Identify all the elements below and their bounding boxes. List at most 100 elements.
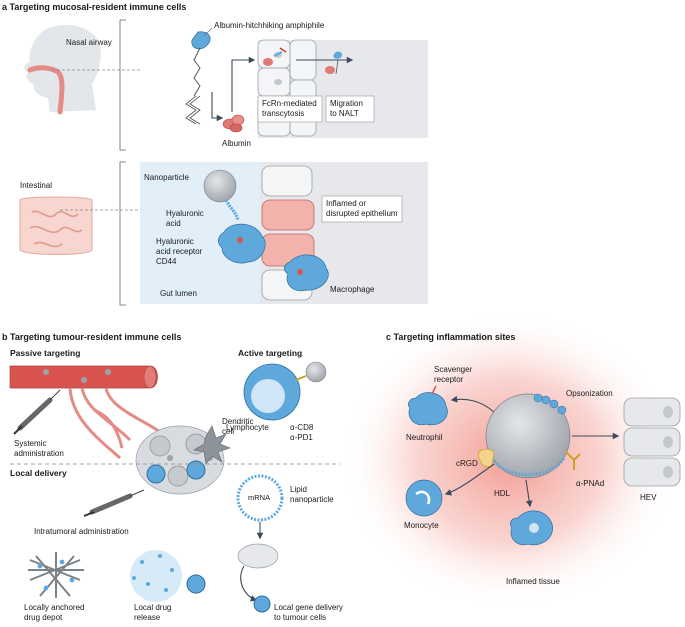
panel-a: a Targeting mucosal-resident immune cell… [2, 2, 428, 306]
arrow-loop [240, 565, 258, 602]
panel-b-title: Targeting tumour-resident immune cells [10, 332, 181, 342]
monocyte [405, 479, 443, 517]
dendritic-cell [193, 425, 231, 465]
targeted-nanoparticle [305, 361, 327, 383]
opsonization-label: Opsonization [566, 389, 613, 398]
panel-a-letter: a [2, 2, 8, 12]
gut-lumen-label: Gut lumen [160, 289, 197, 298]
intestinal-label: Intestinal [20, 181, 52, 190]
svg-text:c Targeting inflammation sites: c Targeting inflammation sites [386, 332, 515, 342]
syringe-intratumoral [83, 489, 145, 517]
migration-box [325, 95, 375, 123]
gene-label-line1: Local gene delivery [274, 603, 343, 612]
apnad-label: α-PNAd [576, 479, 604, 488]
har-label-line2: acid receptor [156, 247, 203, 256]
lipid-label-line1: Lipid [290, 485, 307, 494]
albumin-protein [222, 114, 245, 133]
head-silhouette [24, 24, 101, 112]
hdl-label: HDL [494, 489, 511, 498]
panel-a-title: Targeting mucosal-resident immune cells [10, 2, 187, 12]
fcrn-label-line2: transcytosis [262, 109, 304, 118]
apnad-antibody [565, 451, 581, 470]
anchored-label-line2: drug depot [24, 613, 63, 622]
fcrn-label-line1: FcRn-mediated [262, 99, 317, 108]
inflamed-label-line1: Inflamed or [326, 199, 366, 208]
hev-label: HEV [640, 493, 657, 502]
mrna-label: mRNA [248, 493, 270, 502]
released-drug-dots [132, 554, 174, 592]
crgd-label: cRGD [456, 459, 478, 468]
nasal-airway-label: Nasal airway [66, 38, 112, 47]
syringe-systemic [13, 389, 61, 435]
gene-label-line2: to tumour cells [274, 613, 326, 622]
dendritic-label-line2: cell [222, 427, 234, 436]
active-targeting-label: Active targeting [238, 348, 302, 358]
fcrn-box [257, 95, 323, 123]
release-label-line1: Local drug [134, 603, 171, 612]
ha-label-line2: acid [166, 219, 181, 228]
systemic-label-line1: Systemic [14, 439, 46, 448]
inflamed-box [321, 195, 403, 223]
systemic-label-line2: administration [14, 449, 64, 458]
passive-targeting-label: Passive targeting [10, 348, 80, 358]
lipid-tails [185, 95, 201, 125]
inflamed-label-line2: disrupted epithelium [326, 209, 398, 218]
amphiphile-molecule [191, 31, 211, 50]
release-label-line2: release [134, 613, 161, 622]
drug-depot [28, 552, 84, 598]
acd8-label: α-CD8 [290, 423, 314, 432]
anchored-label-line1: Locally anchored [24, 603, 84, 612]
monocyte-label: Monocyte [404, 521, 439, 530]
lipid-label-line2: nanoparticle [290, 495, 334, 504]
macrophage-label: Macrophage [330, 285, 375, 294]
lipid-nanoparticle [236, 474, 284, 522]
drug-release-sphere [130, 550, 182, 602]
panel-c-letter: c [386, 332, 391, 342]
lymphocyte-label: Lymphocyte [226, 423, 269, 432]
albumin-complex-migrating [325, 51, 343, 75]
nanoparticle [203, 169, 237, 203]
panel-c-title: Targeting inflammation sites [394, 332, 516, 342]
blood-vessel [9, 365, 158, 389]
albumin-complex-in-cell [263, 47, 287, 66]
dendritic-label-line1: Dendritic [222, 417, 254, 426]
cd44-cell [218, 223, 266, 264]
apd1-label: α-PD1 [290, 433, 313, 442]
intestine-illustration [19, 196, 93, 255]
har-label-line3: CD44 [156, 257, 177, 266]
crgd-ligand [478, 448, 495, 468]
arrow-to-neutrophil [450, 395, 495, 413]
migration-label-line2: to NALT [330, 109, 359, 118]
hdl-corona [490, 457, 566, 476]
neutrophil-label: Neutrophil [406, 433, 443, 442]
opsonization-proteins [533, 393, 567, 415]
panel-b-letter: b [2, 332, 8, 342]
arrow-to-monocyte [444, 463, 495, 496]
panel-b: b Targeting tumour-resident immune cells… [2, 332, 343, 622]
neutrophil [408, 392, 448, 426]
nasal-airway-tract [27, 65, 65, 115]
amphiphile-label: Albumin-hitchhiking amphiphile [214, 21, 325, 30]
migration-label-line1: Migration [330, 99, 363, 108]
arrow-to-tissue-cell [525, 479, 533, 508]
tumour-mass [135, 425, 225, 495]
capillary-network [68, 387, 161, 460]
nanoparticle-label: Nanoparticle [144, 173, 189, 182]
svg-text:a Targeting mucosal-resident i: a Targeting mucosal-resident immune cell… [2, 2, 186, 12]
ha-label-line1: Hyaluronic [166, 209, 204, 218]
intratumoral-label: Intratumoral administration [34, 527, 129, 536]
vessel-particles [43, 369, 111, 383]
local-delivery-label: Local delivery [10, 468, 67, 478]
hev-cells [623, 397, 681, 487]
har-label-line1: Hyaluronic [156, 237, 194, 246]
arrow-up-to-epithelium [231, 56, 256, 112]
albumin-label: Albumin [222, 139, 251, 148]
central-nanoparticle [485, 393, 571, 479]
macrophage-cell [284, 254, 329, 292]
inflamed-tissue-label: Inflamed tissue [506, 577, 560, 586]
panel-c: c Targeting inflammation sites Opsonizat… [340, 310, 681, 610]
scavenger-label-line2: receptor [434, 375, 464, 384]
scavenger-label-line1: Scavenger [434, 365, 473, 374]
arrow-to-albumin [211, 92, 224, 122]
